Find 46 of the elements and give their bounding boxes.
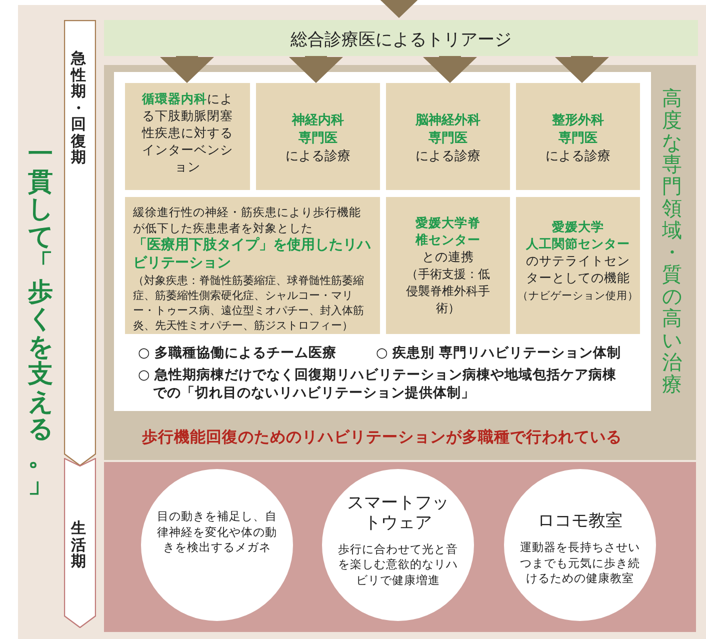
department-name: 神経内科専門医 [290, 112, 345, 147]
care-panel [114, 72, 651, 411]
center-box [386, 197, 510, 334]
community-panel [104, 462, 696, 632]
department-text: による診療 [414, 148, 482, 165]
specialty-panel [104, 65, 696, 460]
department-box [256, 83, 380, 190]
bullet-text: ○ 急性期病棟だけでなく回復期リハビリテーション病棟や地域包括ケア病棟での「切れ目のないリハビリテーション提供体制」 [138, 366, 618, 402]
center-text: （手術支援：低侵襲脊椎外科手術） [406, 266, 490, 317]
bullet-text: ○ 疾患別 専門リハビリテーション体制 [376, 344, 622, 362]
therapy-name: 「医療用下肢タイプ」を使用したリハビリテーション [133, 236, 372, 272]
program-title: スマートフットウェア [347, 493, 449, 534]
triage-title: 総合診療医によるトリアージ [290, 29, 512, 51]
description-text: 緩徐進行性の神経・筋疾患により歩行機能が低下した疾患患者を対象とした [133, 205, 362, 236]
vertical-slogan: 一貫して「歩くを支える。」 [28, 140, 53, 498]
department-text: による診療 [284, 148, 352, 165]
program-description: 目の動きを補足し、自律神経を変化や体の動きを検出するメガネ [156, 509, 278, 556]
program-title: ロコモ教室 [536, 510, 624, 532]
program-description: 歩行に合わせて光と音を楽しむ意欲的なリハビリで健康増進 [338, 542, 458, 588]
phase-label: 急性期・回復期 [71, 50, 86, 166]
center-box [516, 197, 640, 334]
center-text: （ナビゲーション使用） [516, 289, 640, 303]
summary-text: 歩行機能回復のためのリハビリテーションが多職種で行われている [141, 427, 623, 448]
block-arrow [289, 56, 343, 83]
rehab-box [125, 197, 380, 334]
department-text: による診療 [544, 148, 612, 165]
triage-bar [104, 20, 698, 56]
center-name: 愛媛大学 [551, 219, 605, 236]
center-text: 人工関節センターのサテライトセンターとしての機能 [525, 236, 631, 287]
program-description: 運動器を長持ちさせいつまでも元気に歩き続けるための健康教室 [519, 540, 641, 587]
block-arrow [423, 56, 477, 83]
department-text: 循環器内科による下肢動脈閉塞性疾患に対するインターベンション [140, 91, 234, 176]
vertical-heading: 高度な専門領域・質の高い治療 [662, 87, 682, 395]
department-box [386, 83, 510, 190]
description-text: （対象疾患：脊髄性筋萎縮症、球脊髄性筋萎縮症、筋萎縮性側索硬化症、シャルコー・マリー・トゥース病、遠位型ミオパチー、封入体筋炎、先天性ミオパチー、筋ジストロフィー） [133, 274, 365, 334]
phase-band [64, 458, 96, 628]
phase-label: 生活期 [71, 520, 86, 570]
department-name: 脳神経外科専門医 [414, 112, 482, 147]
department-box [125, 83, 250, 190]
center-name: 愛媛大学脊椎センター [414, 215, 482, 249]
block-arrow [555, 56, 609, 83]
department-box [516, 83, 640, 190]
block-arrow [160, 56, 214, 83]
bullet-text: ○ 多職種協働によるチーム医療 [138, 344, 336, 362]
center-text: との連携 [421, 249, 475, 266]
department-name: 整形外科専門医 [551, 112, 605, 147]
